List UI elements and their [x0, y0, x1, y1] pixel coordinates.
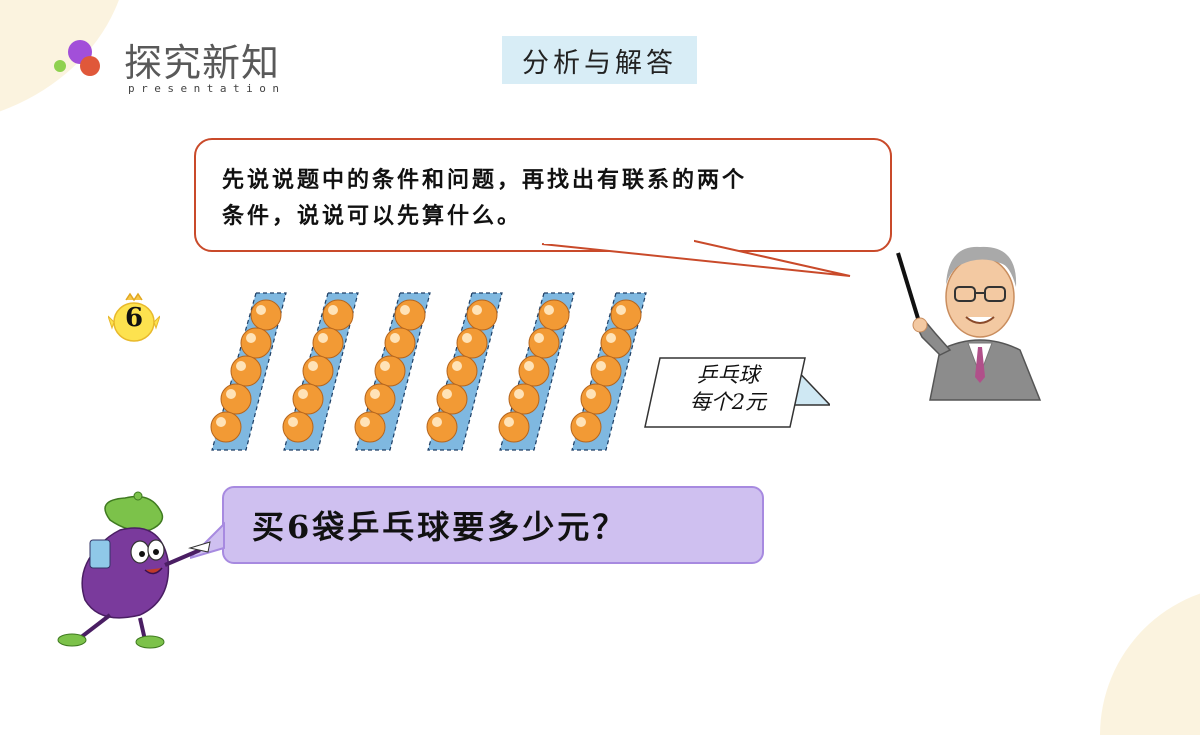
ball-bag [282, 292, 359, 451]
price-line-1: 乒乓球 [696, 363, 760, 387]
ball-highlight [462, 333, 472, 343]
ping-pong-ball [210, 411, 242, 443]
ping-pong-ball [610, 299, 642, 331]
ball-bag [498, 292, 575, 451]
question-text: 买6袋乒乓球要多少元？ [252, 508, 628, 546]
corner-decoration-bottom-right [1100, 585, 1200, 735]
ping-pong-ball [240, 327, 272, 359]
ball-highlight [216, 417, 226, 427]
ping-pong-ball [292, 383, 324, 415]
ball-highlight [514, 389, 524, 399]
speech-line-1: 先说说题中的条件和问题，再找出有联系的两个 [222, 167, 748, 193]
logo-circles-icon [54, 40, 100, 76]
ping-pong-ball [230, 355, 262, 387]
price-line-2: 每个2元 [689, 390, 767, 414]
ball-highlight [370, 389, 380, 399]
price-card-text: 乒乓球 每个2元 [668, 362, 788, 416]
ball-highlight [308, 361, 318, 371]
ball-bag [570, 292, 647, 451]
ping-pong-ball [394, 299, 426, 331]
teacher-illustration [896, 246, 1042, 401]
ball-bag [426, 292, 503, 451]
ping-pong-ball [466, 299, 498, 331]
ping-pong-ball [312, 327, 344, 359]
ball-highlight [504, 417, 514, 427]
ball-highlight [236, 361, 246, 371]
price-card-shape [644, 357, 830, 428]
ping-pong-ball [508, 383, 540, 415]
ball-highlight [544, 305, 554, 315]
speech-bubble-text: 先说说题中的条件和问题，再找出有联系的两个 条件，说说可以先算什么。 [222, 162, 872, 234]
ping-pong-ball [600, 327, 632, 359]
ping-pong-bags-illustration [210, 292, 647, 451]
ping-pong-ball [384, 327, 416, 359]
ball-highlight [256, 305, 266, 315]
chick-icon [108, 292, 160, 342]
ball-highlight [360, 417, 370, 427]
section-label: 分析与解答 [502, 36, 697, 84]
ping-pong-ball [436, 383, 468, 415]
ball-highlight [390, 333, 400, 343]
ball-highlight [442, 389, 452, 399]
speech-bubble [194, 138, 892, 252]
ball-highlight [380, 361, 390, 371]
ball-bag [354, 292, 431, 451]
ping-pong-ball [538, 299, 570, 331]
ball-highlight [318, 333, 328, 343]
ping-pong-ball [528, 327, 560, 359]
ping-pong-ball [302, 355, 334, 387]
ping-pong-ball [570, 411, 602, 443]
ball-highlight [616, 305, 626, 315]
speech-line-2: 条件，说说可以先算什么。 [222, 203, 523, 229]
ball-highlight [576, 417, 586, 427]
ball-highlight [596, 361, 606, 371]
ping-pong-ball [354, 411, 386, 443]
ping-pong-ball [518, 355, 550, 387]
ball-highlight [226, 389, 236, 399]
ping-pong-ball [374, 355, 406, 387]
question-box [222, 486, 764, 564]
ball-highlight [524, 361, 534, 371]
ping-pong-ball [282, 411, 314, 443]
ping-pong-ball [220, 383, 252, 415]
speech-bubble-tail [541, 236, 851, 277]
ball-bag [210, 292, 287, 451]
ball-highlight [432, 417, 442, 427]
ping-pong-ball [426, 411, 458, 443]
ball-highlight [534, 333, 544, 343]
ping-pong-ball [456, 327, 488, 359]
ball-highlight [400, 305, 410, 315]
ping-pong-ball [498, 411, 530, 443]
page-subtitle: presentation [128, 82, 286, 95]
ping-pong-ball [446, 355, 478, 387]
problem-number: 6 [124, 303, 144, 333]
ball-highlight [288, 417, 298, 427]
eggplant-character-illustration [57, 491, 211, 649]
ball-highlight [452, 361, 462, 371]
ball-highlight [606, 333, 616, 343]
ball-highlight [246, 333, 256, 343]
ball-highlight [472, 305, 482, 315]
ping-pong-ball [250, 299, 282, 331]
page-title: 探究新知 [124, 41, 281, 85]
ball-highlight [586, 389, 596, 399]
ping-pong-ball [322, 299, 354, 331]
ping-pong-ball [364, 383, 396, 415]
ping-pong-ball [590, 355, 622, 387]
ball-highlight [298, 389, 308, 399]
ball-highlight [328, 305, 338, 315]
ping-pong-ball [580, 383, 612, 415]
